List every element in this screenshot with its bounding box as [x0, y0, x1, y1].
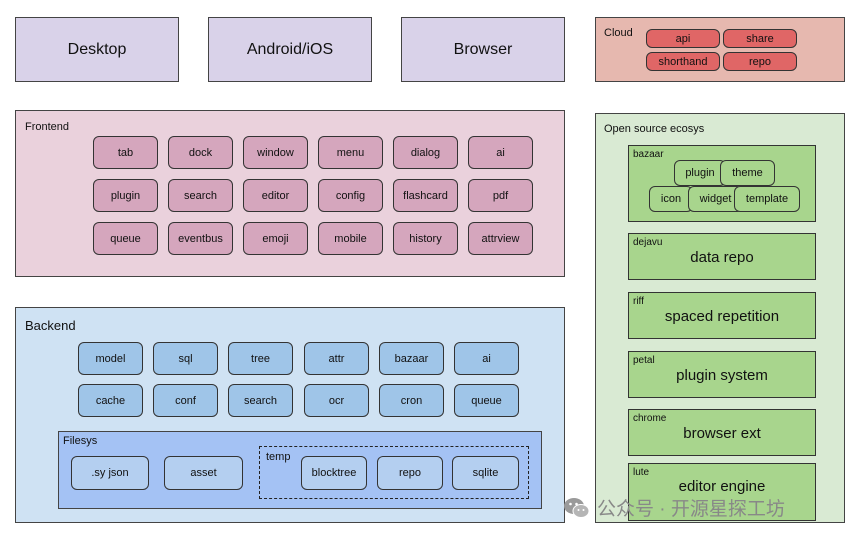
bazaar-template: template [734, 186, 800, 212]
eco-dejavu-desc: data repo [690, 249, 754, 266]
temp-group: temp blocktree repo sqlite [259, 446, 529, 499]
frontend-pdf: pdf [468, 179, 533, 212]
eco-riff-box: riff spaced repetition [628, 292, 816, 339]
cloud-api: api [646, 29, 720, 48]
cloud-panel: Cloud api share shorthand repo [595, 17, 845, 82]
backend-ai: ai [454, 342, 519, 375]
frontend-search: search [168, 179, 233, 212]
temp-blocktree: blocktree [301, 456, 367, 490]
frontend-editor: editor [243, 179, 308, 212]
backend-search: search [228, 384, 293, 417]
backend-label: Backend [25, 318, 76, 333]
client-browser: Browser [401, 17, 565, 82]
watermark: 公众号 · 开源星探工坊 [563, 494, 785, 521]
backend-cron: cron [379, 384, 444, 417]
bazaar-plugin: plugin [674, 160, 726, 186]
backend-tree: tree [228, 342, 293, 375]
watermark-text: 公众号 · 开源星探工坊 [597, 499, 785, 520]
cloud-shorthand: shorthand [646, 52, 720, 71]
backend-queue: queue [454, 384, 519, 417]
eco-petal-name: petal [633, 355, 655, 366]
frontend-flashcard: flashcard [393, 179, 458, 212]
backend-ocr: ocr [304, 384, 369, 417]
ecosystem-panel: Open source ecosys bazaar plugin theme i… [595, 113, 845, 523]
wechat-icon [564, 497, 590, 518]
temp-label: temp [266, 451, 291, 463]
backend-model: model [78, 342, 143, 375]
frontend-tab: tab [93, 136, 158, 169]
cloud-label: Cloud [604, 27, 633, 39]
bazaar-label: bazaar [633, 149, 664, 160]
cloud-repo: repo [723, 52, 797, 71]
frontend-ai: ai [468, 136, 533, 169]
temp-sqlite: sqlite [452, 456, 519, 490]
frontend-window: window [243, 136, 308, 169]
eco-lute-name: lute [633, 467, 650, 478]
backend-conf: conf [153, 384, 218, 417]
bazaar-icon: icon [649, 186, 693, 212]
filesys-sy-json: .sy json [71, 456, 149, 490]
eco-petal-desc: plugin system [676, 367, 768, 384]
eco-riff-desc: spaced repetition [664, 308, 780, 325]
frontend-config: config [318, 179, 383, 212]
eco-petal-box: petal plugin system [628, 351, 816, 398]
frontend-queue: queue [93, 222, 158, 255]
backend-cache: cache [78, 384, 143, 417]
frontend-eventbus: eventbus [168, 222, 233, 255]
temp-repo: repo [377, 456, 443, 490]
cloud-share: share [723, 29, 797, 48]
backend-bazaar: bazaar [379, 342, 444, 375]
frontend-menu: menu [318, 136, 383, 169]
frontend-label: Frontend [25, 121, 70, 133]
client-desktop: Desktop [15, 17, 179, 82]
frontend-attrview: attrview [468, 222, 533, 255]
filesys-label: Filesys [63, 435, 98, 447]
frontend-history: history [393, 222, 458, 255]
eco-chrome-desc: browser ext [683, 425, 761, 442]
frontend-mobile: mobile [318, 222, 383, 255]
eco-chrome-name: chrome [633, 413, 667, 424]
bazaar-theme: theme [720, 160, 775, 186]
ecosystem-label: Open source ecosys [604, 123, 705, 135]
eco-lute-box: lute editor engine [628, 463, 816, 521]
client-android-ios: Android/iOS [208, 17, 372, 82]
eco-riff-name: riff [633, 296, 644, 307]
filesys-asset: asset [164, 456, 243, 490]
eco-chrome-box: chrome browser ext [628, 409, 816, 456]
frontend-dialog: dialog [393, 136, 458, 169]
bazaar-widget: widget [688, 186, 743, 212]
backend-attr: attr [304, 342, 369, 375]
frontend-plugin: plugin [93, 179, 158, 212]
eco-dejavu-name: dejavu [633, 237, 663, 248]
frontend-dock: dock [168, 136, 233, 169]
eco-dejavu-box: dejavu data repo [628, 233, 816, 280]
filesys-panel: Filesys .sy json asset temp blocktree re… [58, 431, 542, 509]
frontend-emoji: emoji [243, 222, 308, 255]
eco-lute-desc: editor engine [678, 478, 766, 495]
backend-sql: sql [153, 342, 218, 375]
bazaar-box: bazaar plugin theme icon widget template [628, 145, 816, 222]
